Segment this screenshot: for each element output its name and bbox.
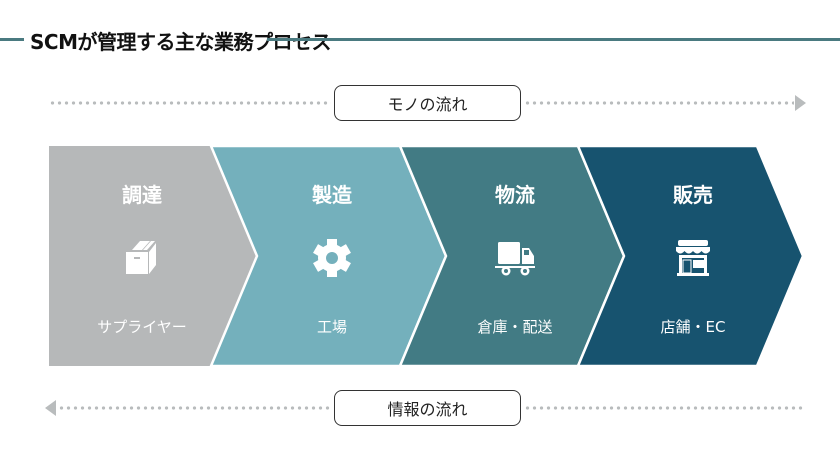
dotted-line-right [524, 406, 804, 410]
step-subtitle: 倉庫・配送 [477, 318, 553, 336]
step-manufacturing: 製造 工場 [240, 146, 424, 366]
step-subtitle: 工場 [316, 318, 347, 336]
dotted-line-left [58, 406, 330, 410]
goods-flow-label: モノの流れ [334, 85, 521, 121]
step-title: 製造 [312, 183, 352, 207]
step-title: 調達 [122, 183, 162, 207]
step-title: 物流 [495, 183, 535, 207]
section-header: SCMが管理する主な業務プロセス [0, 26, 840, 56]
step-logistics: 物流 倉庫・配送 [425, 146, 605, 366]
step-title: 販売 [673, 183, 713, 207]
arrow-right-icon [795, 95, 806, 111]
page-title: SCMが管理する主な業務プロセス [30, 30, 331, 54]
arrow-left-icon [45, 400, 56, 416]
store-icon [676, 240, 710, 276]
dotted-line-right [524, 101, 794, 105]
step-procurement: 調達 サプライヤー [49, 146, 235, 366]
title-rule-right [267, 38, 840, 41]
title-rule-left [0, 38, 24, 41]
truck-icon [495, 242, 535, 276]
info-flow-label: 情報の流れ [334, 390, 521, 426]
dotted-line-left [49, 101, 331, 105]
step-sales: 販売 店舗・EC [603, 146, 783, 366]
step-subtitle: サプライヤー [97, 318, 187, 336]
box-icon [126, 241, 156, 274]
gear-icon [313, 239, 351, 277]
step-subtitle: 店舗・EC [660, 318, 726, 336]
goods-flow: モノの流れ [0, 85, 840, 121]
info-flow: 情報の流れ [0, 390, 840, 426]
